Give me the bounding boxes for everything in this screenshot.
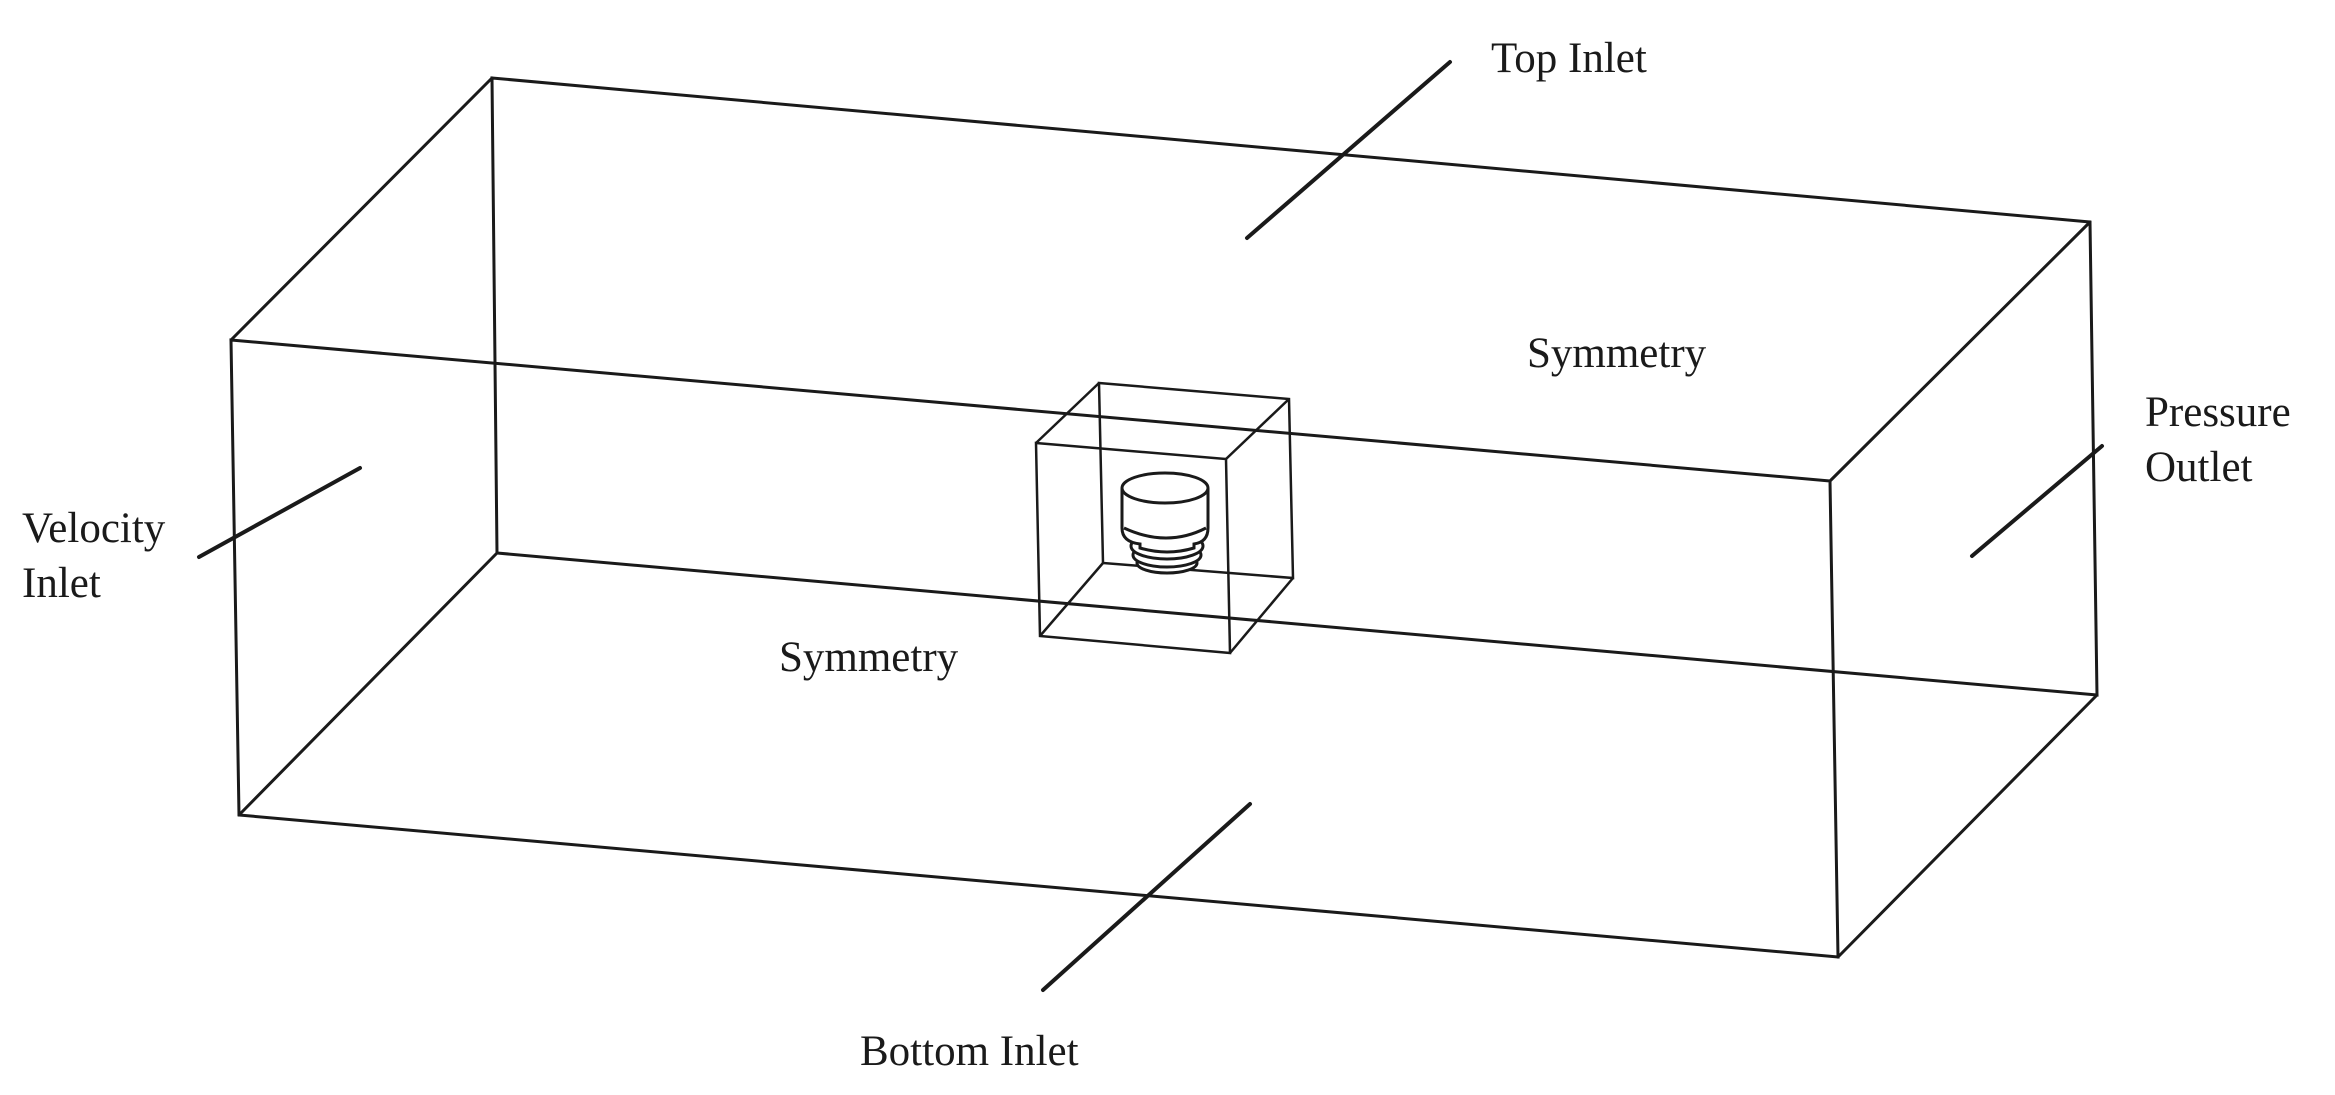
outer-domain-box — [229, 76, 2099, 959]
outer-edge-bottom-right — [1836, 693, 2099, 959]
outer-edge-top-right — [1828, 220, 2092, 483]
cylinder-body — [1120, 471, 1210, 575]
label-velocity-inlet-line1: Velocity — [22, 505, 166, 552]
inner-edge-1 — [1035, 382, 1100, 444]
leader-pressure-outlet — [1970, 444, 2104, 558]
leader-bottom-inlet — [1041, 802, 1252, 992]
inner-edge-3 — [1229, 577, 1294, 654]
label-bottom-inlet: Bottom Inlet — [860, 1028, 1079, 1075]
cylinder-top-cap — [1120, 471, 1210, 505]
leader-velocity-inlet — [197, 466, 362, 559]
inner-edge-4 — [1039, 562, 1104, 637]
outer-edge-top-left — [229, 76, 494, 342]
outer-back-face — [490, 76, 2099, 697]
label-pressure-outlet-line1: Pressure — [2145, 389, 2291, 436]
outer-front-face — [229, 338, 1840, 959]
label-symmetry-back: Symmetry — [1527, 330, 1707, 377]
label-top-inlet: Top Inlet — [1491, 35, 1647, 82]
label-symmetry-front: Symmetry — [779, 634, 959, 681]
leader-top-inlet — [1245, 60, 1452, 240]
label-velocity-inlet-line2: Inlet — [22, 560, 101, 607]
label-pressure-outlet-line2: Outlet — [2145, 444, 2253, 491]
inner-edge-2 — [1225, 398, 1290, 460]
inner-refinement-box — [1034, 381, 1295, 655]
outer-edge-bottom-left — [237, 551, 499, 817]
cylinder-collar — [1123, 526, 1207, 540]
